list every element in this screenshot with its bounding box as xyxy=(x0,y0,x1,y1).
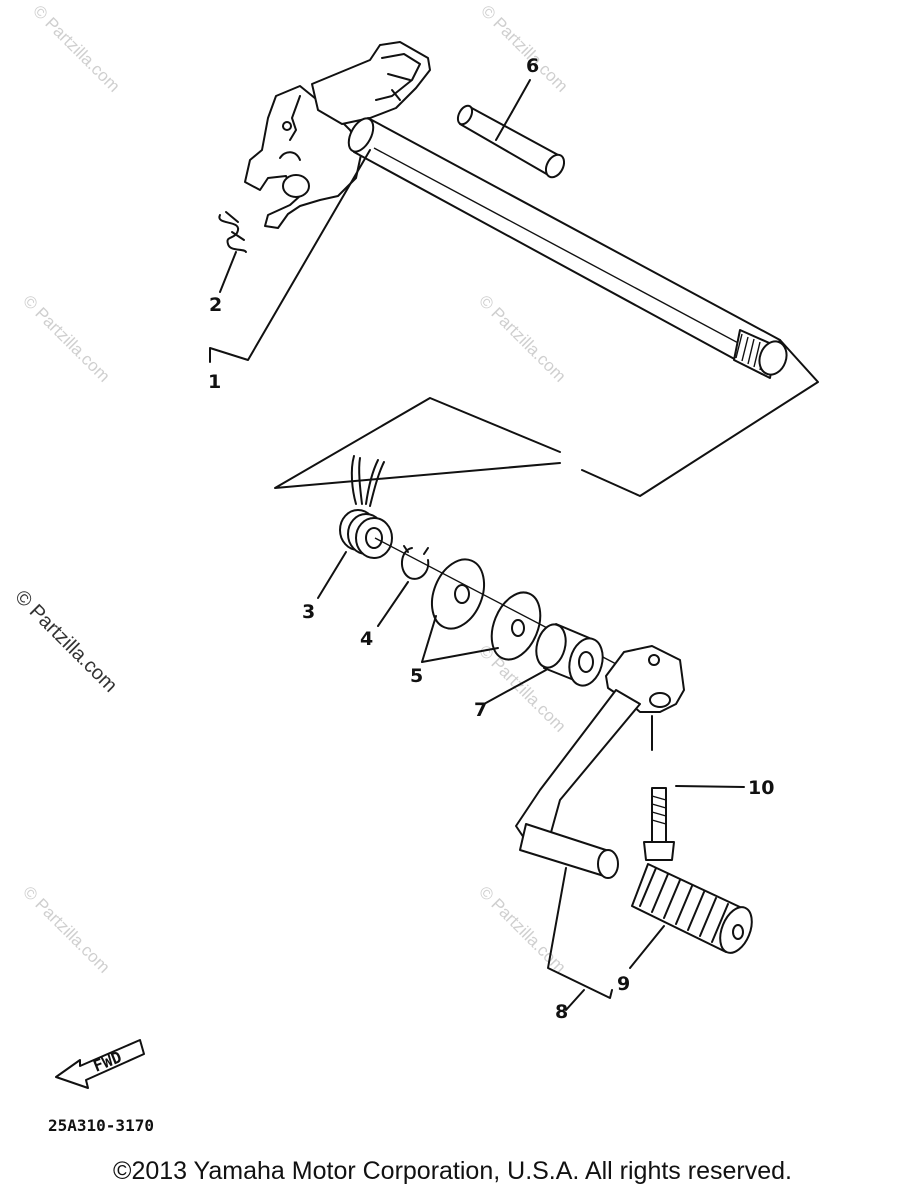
pedal-rubber-part xyxy=(629,863,753,969)
copyright-notice: ©2013 Yamaha Motor Corporation, U.S.A. A… xyxy=(113,1157,792,1185)
fwd-arrow-icon: FWD xyxy=(55,1039,145,1089)
seal-part xyxy=(483,623,604,705)
watermark: © Partzilla.com xyxy=(29,1,123,95)
circlip-part xyxy=(377,545,430,627)
watermark: © Partzilla.com xyxy=(19,291,113,385)
callout-1: 1 xyxy=(208,371,221,393)
watermark: © Partzilla.com xyxy=(475,291,569,385)
bolt-part xyxy=(643,785,745,861)
callout-3: 3 xyxy=(302,601,315,623)
callout-labels: 1 2 3 4 5 6 7 8 9 10 xyxy=(208,55,774,1023)
pin-part xyxy=(456,79,566,179)
callout-9: 9 xyxy=(617,973,630,995)
callout-2: 2 xyxy=(209,294,222,316)
watermark-large: © Partzilla.com xyxy=(10,586,121,697)
callout-8: 8 xyxy=(555,1001,568,1023)
watermark: © Partzilla.com xyxy=(477,1,571,95)
torsion-spring-part xyxy=(317,455,393,599)
small-spring-part xyxy=(218,211,247,293)
callout-10: 10 xyxy=(748,777,774,799)
callout-5: 5 xyxy=(410,665,423,687)
diagram-code: 25A310-3170 xyxy=(48,1116,154,1135)
shift-shaft-part xyxy=(209,41,788,379)
shift-pedal-part xyxy=(515,645,685,1011)
watermark: © Partzilla.com xyxy=(19,882,113,976)
callout-7: 7 xyxy=(474,699,487,721)
callout-4: 4 xyxy=(360,628,373,650)
callout-6: 6 xyxy=(526,55,539,77)
